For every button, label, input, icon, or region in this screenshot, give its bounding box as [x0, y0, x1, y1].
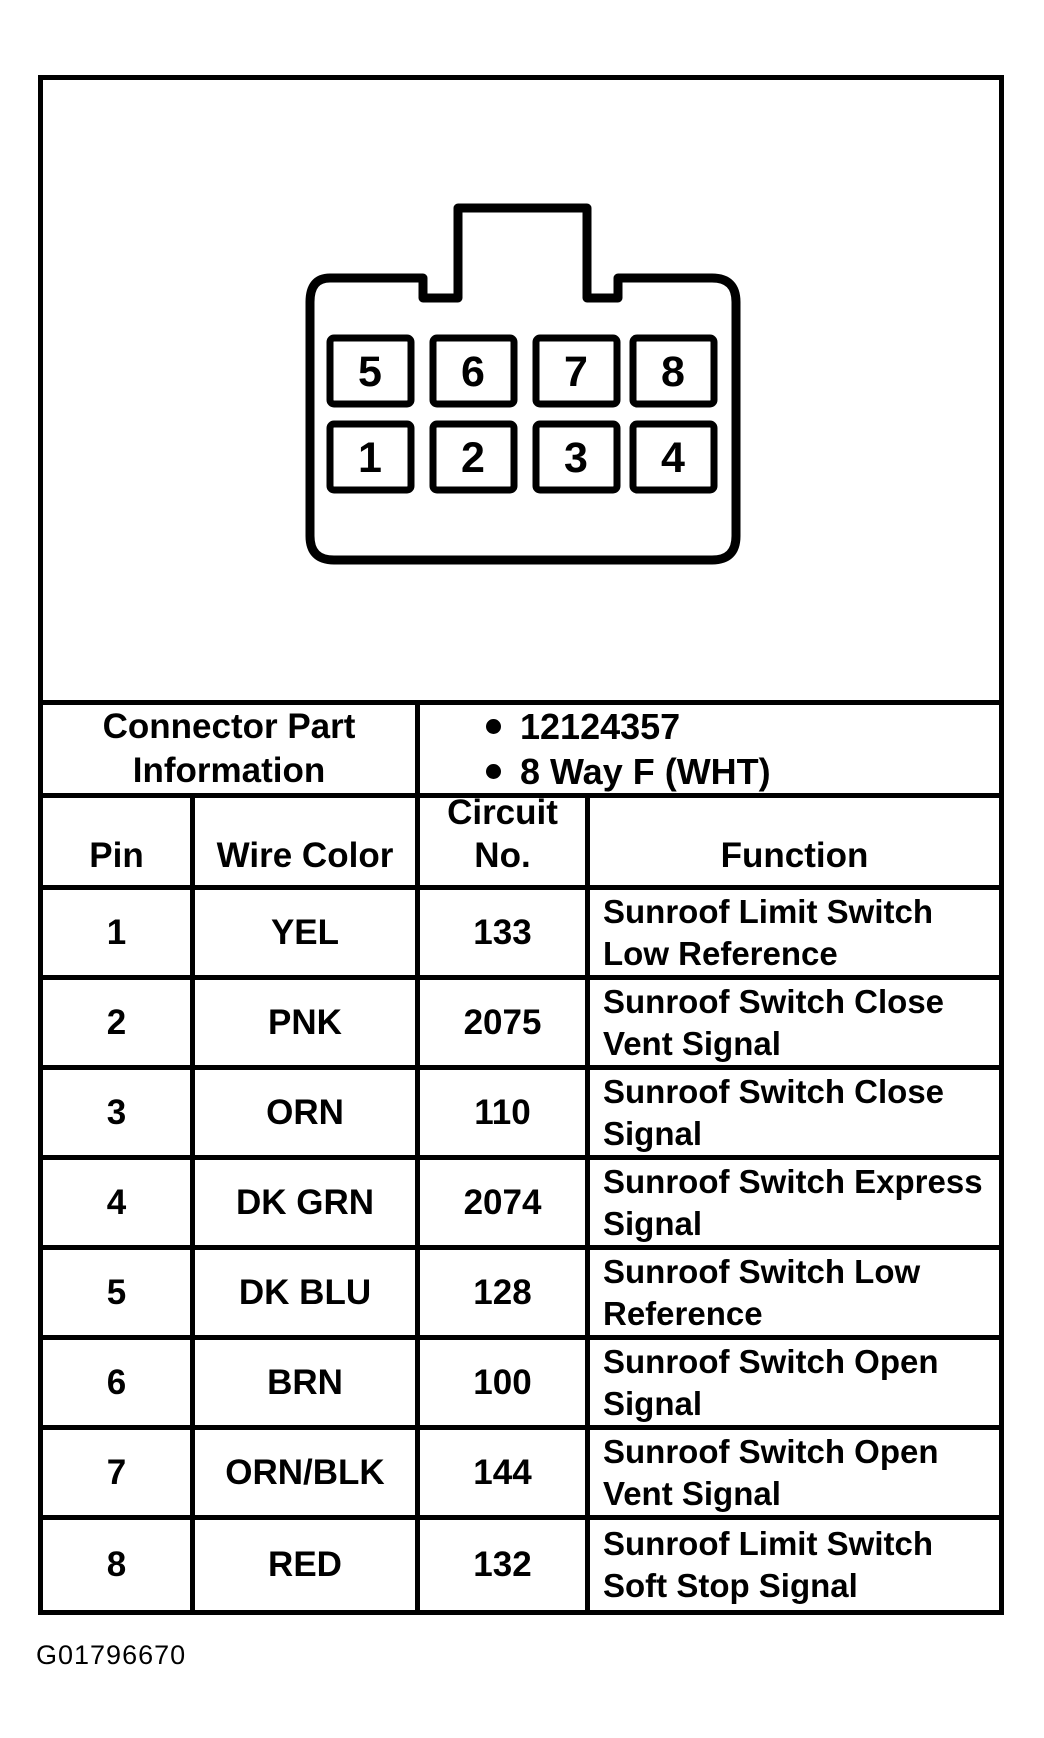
function-cell: Sunroof Switch Close Signal [603, 1072, 945, 1152]
connector-part-info-row: Connector Part Information • 12124357 • … [43, 705, 999, 798]
pin-number-2: 2 [461, 434, 485, 482]
function-cell: Sunroof Switch Open Vent Signal [603, 1432, 939, 1512]
pin-number-3: 3 [564, 434, 588, 482]
connector-figure: 5 6 7 8 1 [38, 75, 1004, 1615]
column-header-circuit-no: Circuit No. [420, 798, 590, 885]
function-cell: Sunroof Limit Switch Soft Stop Signal [603, 1525, 933, 1604]
pin-number-7: 7 [564, 348, 588, 396]
pin-box-7: 7 [532, 334, 621, 408]
function-cell: Sunroof Switch Close Vent Signal [603, 982, 945, 1062]
pin-cell: 2 [43, 980, 195, 1065]
pinout-header-row: Pin Wire Color Circuit No. Function [43, 798, 999, 890]
wire-color-cell: RED [195, 1520, 420, 1610]
function-cell: Sunroof Limit Switch Low Reference [603, 892, 933, 972]
pin-number-8: 8 [661, 348, 685, 396]
pin-cell: 3 [43, 1070, 195, 1155]
pin-box-1: 1 [326, 420, 415, 494]
wire-color-cell: YEL [195, 890, 420, 975]
circuit-no-cell: 132 [420, 1520, 590, 1610]
connector-diagram-area: 5 6 7 8 1 [43, 80, 999, 705]
pin-box-3: 3 [532, 420, 621, 494]
function-cell: Sunroof Switch Open Signal [603, 1342, 939, 1422]
pin-box-2: 2 [429, 420, 518, 494]
part-number-line: • 12124357 [486, 705, 999, 749]
bullet-icon: • [486, 764, 501, 779]
circuit-no-cell: 133 [420, 890, 590, 975]
pin-cell: 6 [43, 1340, 195, 1425]
connector-part-info-values: • 12124357 • 8 Way F (WHT) [420, 705, 999, 793]
wire-color-cell: DK GRN [195, 1160, 420, 1245]
pinout-rows: 1 YEL 133 Sunroof Limit Switch Low Refer… [43, 890, 999, 1610]
circuit-no-cell: 2074 [420, 1160, 590, 1245]
connector-type: 8 Way F (WHT) [520, 751, 771, 792]
wire-color-cell: DK BLU [195, 1250, 420, 1335]
pin-box-6: 6 [429, 334, 518, 408]
column-header-pin: Pin [43, 798, 195, 885]
pin-box-5: 5 [326, 334, 415, 408]
figure-id: G01796670 [36, 1640, 187, 1670]
circuit-no-cell: 2075 [420, 980, 590, 1065]
wire-color-cell: ORN [195, 1070, 420, 1155]
pinout-row: 7 ORN/BLK 144 Sunroof Switch Open Vent S… [43, 1430, 999, 1520]
pin-box-4: 4 [629, 420, 718, 494]
pinout-row: 4 DK GRN 2074 Sunroof Switch Express Sig… [43, 1160, 999, 1250]
pin-cell: 5 [43, 1250, 195, 1335]
pinout-row: 5 DK BLU 128 Sunroof Switch Low Referenc… [43, 1250, 999, 1340]
function-cell: Sunroof Switch Low Reference [603, 1252, 921, 1332]
pin-number-6: 6 [461, 348, 485, 396]
circuit-no-cell: 110 [420, 1070, 590, 1155]
pin-cell: 1 [43, 890, 195, 975]
connector-shell-outline [305, 203, 741, 565]
pinout-row: 6 BRN 100 Sunroof Switch Open Signal [43, 1340, 999, 1430]
part-number: 12124357 [520, 706, 681, 747]
circuit-no-cell: 144 [420, 1430, 590, 1515]
pinout-row: 8 RED 132 Sunroof Limit Switch Soft Stop… [43, 1520, 999, 1610]
pin-cell: 4 [43, 1160, 195, 1245]
circuit-no-cell: 100 [420, 1340, 590, 1425]
connector-type-line: • 8 Way F (WHT) [486, 749, 999, 793]
pinout-row: 1 YEL 133 Sunroof Limit Switch Low Refer… [43, 890, 999, 980]
connector-face-drawing: 5 6 7 8 1 [305, 203, 741, 565]
column-header-wire-color: Wire Color [195, 798, 420, 885]
pin-cell: 7 [43, 1430, 195, 1515]
column-header-function: Function [720, 836, 869, 875]
pin-number-5: 5 [358, 348, 382, 396]
connector-part-info-label: Connector Part Information [43, 705, 420, 793]
pinout-row: 3 ORN 110 Sunroof Switch Close Signal [43, 1070, 999, 1160]
pin-box-8: 8 [629, 334, 718, 408]
pin-number-1: 1 [358, 434, 382, 482]
pin-cell: 8 [43, 1520, 195, 1610]
function-cell: Sunroof Switch Express Signal [603, 1162, 983, 1242]
wire-color-cell: PNK [195, 980, 420, 1065]
wire-color-cell: ORN/BLK [195, 1430, 420, 1515]
pinout-row: 2 PNK 2075 Sunroof Switch Close Vent Sig… [43, 980, 999, 1070]
pin-number-4: 4 [661, 434, 685, 482]
wire-color-cell: BRN [195, 1340, 420, 1425]
circuit-no-cell: 128 [420, 1250, 590, 1335]
bullet-icon: • [486, 719, 501, 734]
